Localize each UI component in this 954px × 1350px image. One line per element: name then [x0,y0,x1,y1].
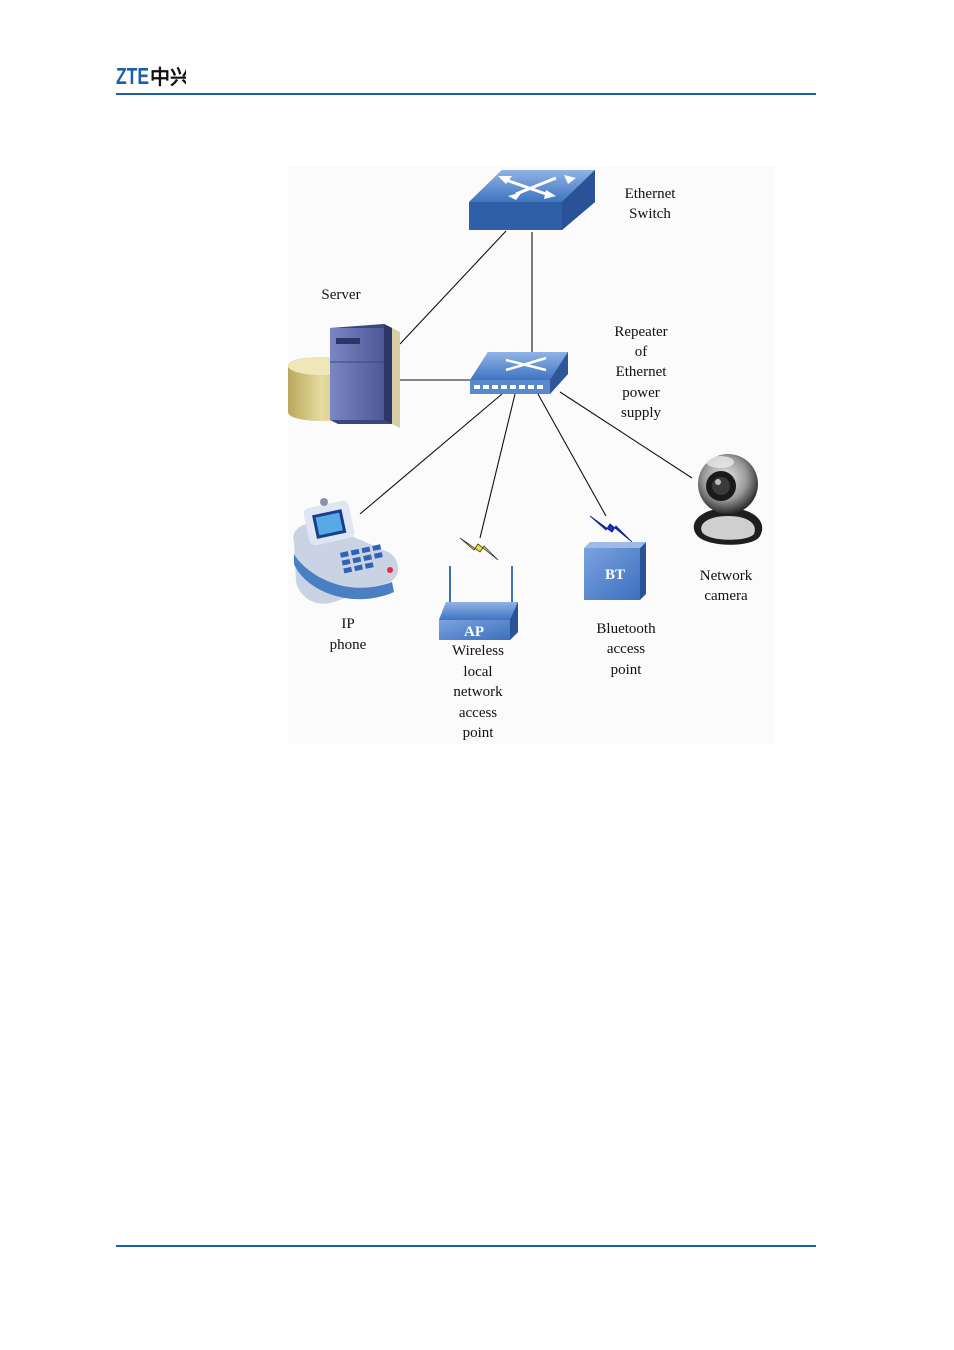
zte-logo: ZTE 中兴 [116,62,186,88]
bt-label-line3: point [611,662,643,678]
repeater-label-line5: supply [621,405,662,421]
bt-badge: BT [605,567,625,583]
ip-phone-label-line2: phone [330,637,367,653]
network-camera-icon [694,454,762,545]
wlan-label-line5: point [463,725,495,741]
repeater-label-line4: power [622,385,660,401]
camera-label-line2: camera [704,588,748,604]
poe-repeater-icon [470,352,568,394]
network-diagram: Ethernet Switch Server Repeater of Ether… [284,162,784,752]
repeater-label-line3: Ethernet [616,364,668,380]
ap-badge: AP [464,624,484,640]
wlan-label-line2: local [463,664,492,680]
diagram-background [288,166,774,744]
switch-label-line2: Switch [629,206,671,222]
bt-label-line2: access [607,641,645,657]
repeater-label-line2: of [635,344,648,360]
switch-label-line1: Ethernet [625,186,677,202]
ip-phone-label-line1: IP [341,616,354,632]
wlan-label-line4: access [459,705,497,721]
bluetooth-ap-icon: BT [584,542,646,600]
logo-cjk: 中兴 [150,65,186,88]
header-rule [116,93,816,95]
footer-rule [116,1245,816,1247]
camera-label-line1: Network [700,568,753,584]
wlan-label-line1: Wireless [452,643,504,659]
server-label: Server [321,287,360,303]
wlan-label-line3: network [453,684,503,700]
bt-label-line1: Bluetooth [596,621,656,637]
logo-latin: ZTE [116,63,149,88]
repeater-label-line1: Repeater [614,324,667,340]
